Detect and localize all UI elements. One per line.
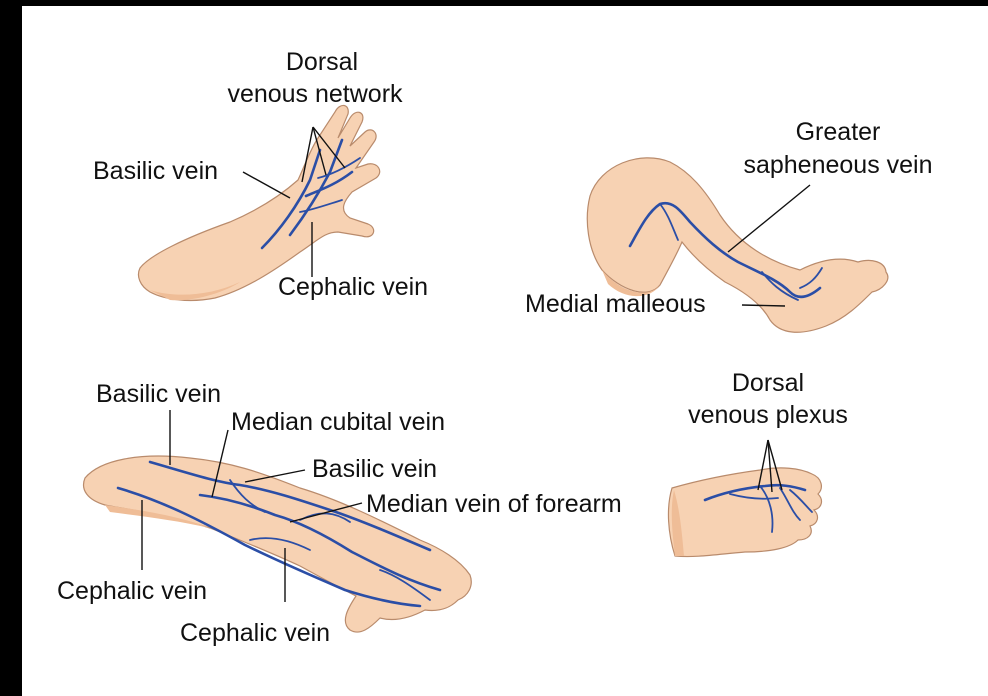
- label-basilic-vein-forearm: Basilic vein: [312, 455, 437, 483]
- label-greater-saphenous-line2: sapheneous vein: [743, 151, 932, 179]
- label-cephalic-vein-hand: Cephalic vein: [278, 273, 428, 301]
- label-median-vein-of-forearm: Median vein of forearm: [366, 490, 622, 518]
- label-basilic-vein-hand: Basilic vein: [93, 157, 218, 185]
- label-dorsal-venous-network-line2: venous network: [227, 80, 403, 108]
- label-cephalic-vein-upper: Cephalic vein: [57, 577, 207, 605]
- label-dorsal-venous-plexus-line1: Dorsal: [732, 369, 804, 397]
- label-basilic-vein-upper: Basilic vein: [96, 380, 221, 408]
- label-cephalic-vein-forearm: Cephalic vein: [180, 619, 330, 647]
- label-medial-malleolus: Medial malleous: [525, 290, 706, 318]
- label-dorsal-venous-plexus-line2: venous plexus: [688, 401, 848, 429]
- label-dorsal-venous-network-line1: Dorsal: [286, 48, 358, 76]
- label-greater-saphenous-line1: Greater: [796, 118, 881, 146]
- label-median-cubital-vein: Median cubital vein: [231, 408, 445, 436]
